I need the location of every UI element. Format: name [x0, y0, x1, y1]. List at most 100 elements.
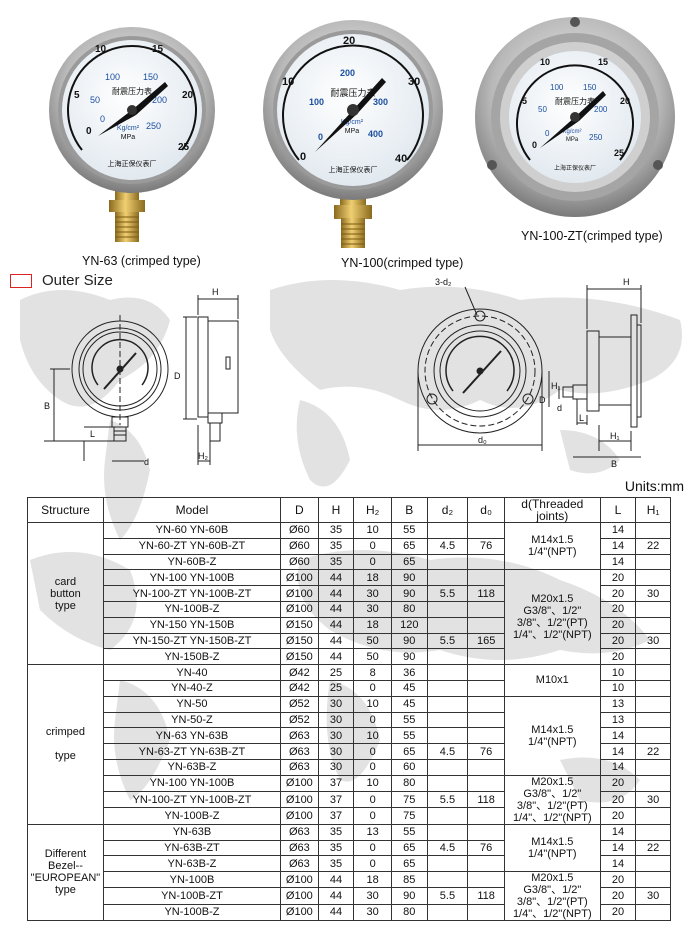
h2-cell: 30	[353, 903, 392, 922]
outer-size-title: Outer Size	[42, 272, 113, 289]
d0-cell	[467, 807, 505, 825]
d0-cell: 118	[467, 791, 505, 809]
h2-cell: 0	[353, 679, 392, 697]
dim-d-right: D	[539, 395, 546, 405]
model-cell: YN-63B-ZT	[102, 839, 282, 857]
dial-diameter-cell: Ø150	[280, 648, 319, 666]
h1-cell: 30	[635, 585, 671, 602]
model-cell: YN-63 YN-63B	[102, 727, 282, 745]
d2-cell	[426, 807, 469, 825]
svg-text:0: 0	[318, 132, 323, 142]
svg-text:耐震压力表: 耐震压力表	[112, 86, 152, 96]
h2-cell: 50	[353, 648, 392, 666]
h1-cell	[635, 807, 671, 825]
h1-cell	[635, 823, 671, 841]
h1-cell	[635, 871, 671, 889]
outer-size-heading: Outer Size	[10, 272, 113, 289]
d0-cell	[467, 727, 505, 745]
height-cell: 44	[317, 632, 355, 650]
d2-cell	[426, 871, 469, 889]
h2-cell: 0	[353, 807, 392, 825]
model-cell: YN-40-Z	[102, 679, 282, 697]
h1-cell	[635, 600, 671, 618]
h2-cell: 18	[353, 871, 392, 889]
dim-thread-right: d	[557, 403, 562, 413]
h1-cell: 22	[635, 743, 671, 760]
d2-cell	[426, 711, 469, 729]
h2-cell: 50	[353, 632, 392, 650]
d0-cell	[467, 679, 505, 697]
dim-thread-d: d	[144, 457, 149, 467]
svg-text:耐震压力表: 耐震压力表	[330, 87, 375, 98]
thread-cell: M10x1	[503, 664, 601, 697]
l-cell: 20	[599, 887, 637, 905]
svg-text:200: 200	[152, 95, 167, 105]
b-cell: 120	[390, 616, 428, 634]
dial-diameter-cell: Ø100	[280, 774, 319, 793]
svg-text:Kg/cm²: Kg/cm²	[341, 119, 364, 126]
height-cell: 44	[317, 616, 355, 634]
model-cell: YN-100B-ZT	[102, 887, 282, 905]
d0-cell: 118	[467, 887, 505, 905]
b-cell: 90	[390, 585, 428, 602]
l-cell: 14	[599, 823, 637, 841]
d2-cell	[426, 823, 469, 841]
l-cell: 20	[599, 791, 637, 809]
dim-d: D	[174, 371, 181, 381]
height-cell: 37	[317, 774, 355, 793]
svg-text:MPa: MPa	[566, 137, 579, 143]
b-cell: 55	[390, 823, 428, 841]
b-cell: 45	[390, 695, 428, 713]
d2-cell: 4.5	[426, 537, 469, 555]
h1-cell	[635, 616, 671, 634]
svg-text:0: 0	[532, 140, 537, 150]
h2-cell: 8	[353, 664, 392, 681]
dial-diameter-cell: Ø42	[280, 664, 319, 681]
caption-yn100: YN-100(crimped type)	[341, 256, 464, 270]
b-cell: 65	[390, 553, 428, 571]
column-header: L	[599, 497, 637, 523]
model-cell: YN-63B	[102, 823, 282, 841]
d2-cell: 5.5	[426, 585, 469, 602]
d0-cell	[467, 711, 505, 729]
column-header: d₂	[426, 497, 469, 523]
column-header: d(Threaded joints)	[503, 497, 601, 523]
svg-text:上海正保仪表厂: 上海正保仪表厂	[108, 159, 157, 168]
model-cell: YN-100-ZT YN-100B-ZT	[102, 585, 282, 602]
dial-diameter-cell: Ø42	[280, 679, 319, 697]
b-cell: 85	[390, 871, 428, 889]
h1-cell	[635, 774, 671, 793]
dim-l: L	[90, 429, 95, 439]
model-cell: YN-40	[102, 664, 282, 681]
height-cell: 30	[317, 743, 355, 760]
model-cell: YN-100 YN-100B	[102, 774, 282, 793]
l-cell: 14	[599, 839, 637, 857]
l-cell: 14	[599, 537, 637, 555]
d2-cell	[426, 664, 469, 681]
b-cell: 90	[390, 632, 428, 650]
d0-cell	[467, 600, 505, 618]
svg-text:30: 30	[408, 76, 420, 88]
b-cell: 45	[390, 679, 428, 697]
caption-yn100zt: YN-100-ZT(crimped type)	[521, 229, 663, 243]
height-cell: 25	[317, 679, 355, 697]
d0-cell: 76	[467, 743, 505, 760]
h1-cell	[635, 903, 671, 922]
d2-cell	[426, 600, 469, 618]
model-cell: YN-150-ZT YN-150B-ZT	[102, 632, 282, 650]
svg-text:100: 100	[550, 83, 564, 92]
dial-diameter-cell: Ø63	[280, 823, 319, 841]
h2-cell: 13	[353, 823, 392, 841]
dial-diameter-cell: Ø100	[280, 807, 319, 825]
svg-text:250: 250	[589, 133, 603, 142]
dial-diameter-cell: Ø60	[280, 537, 319, 555]
